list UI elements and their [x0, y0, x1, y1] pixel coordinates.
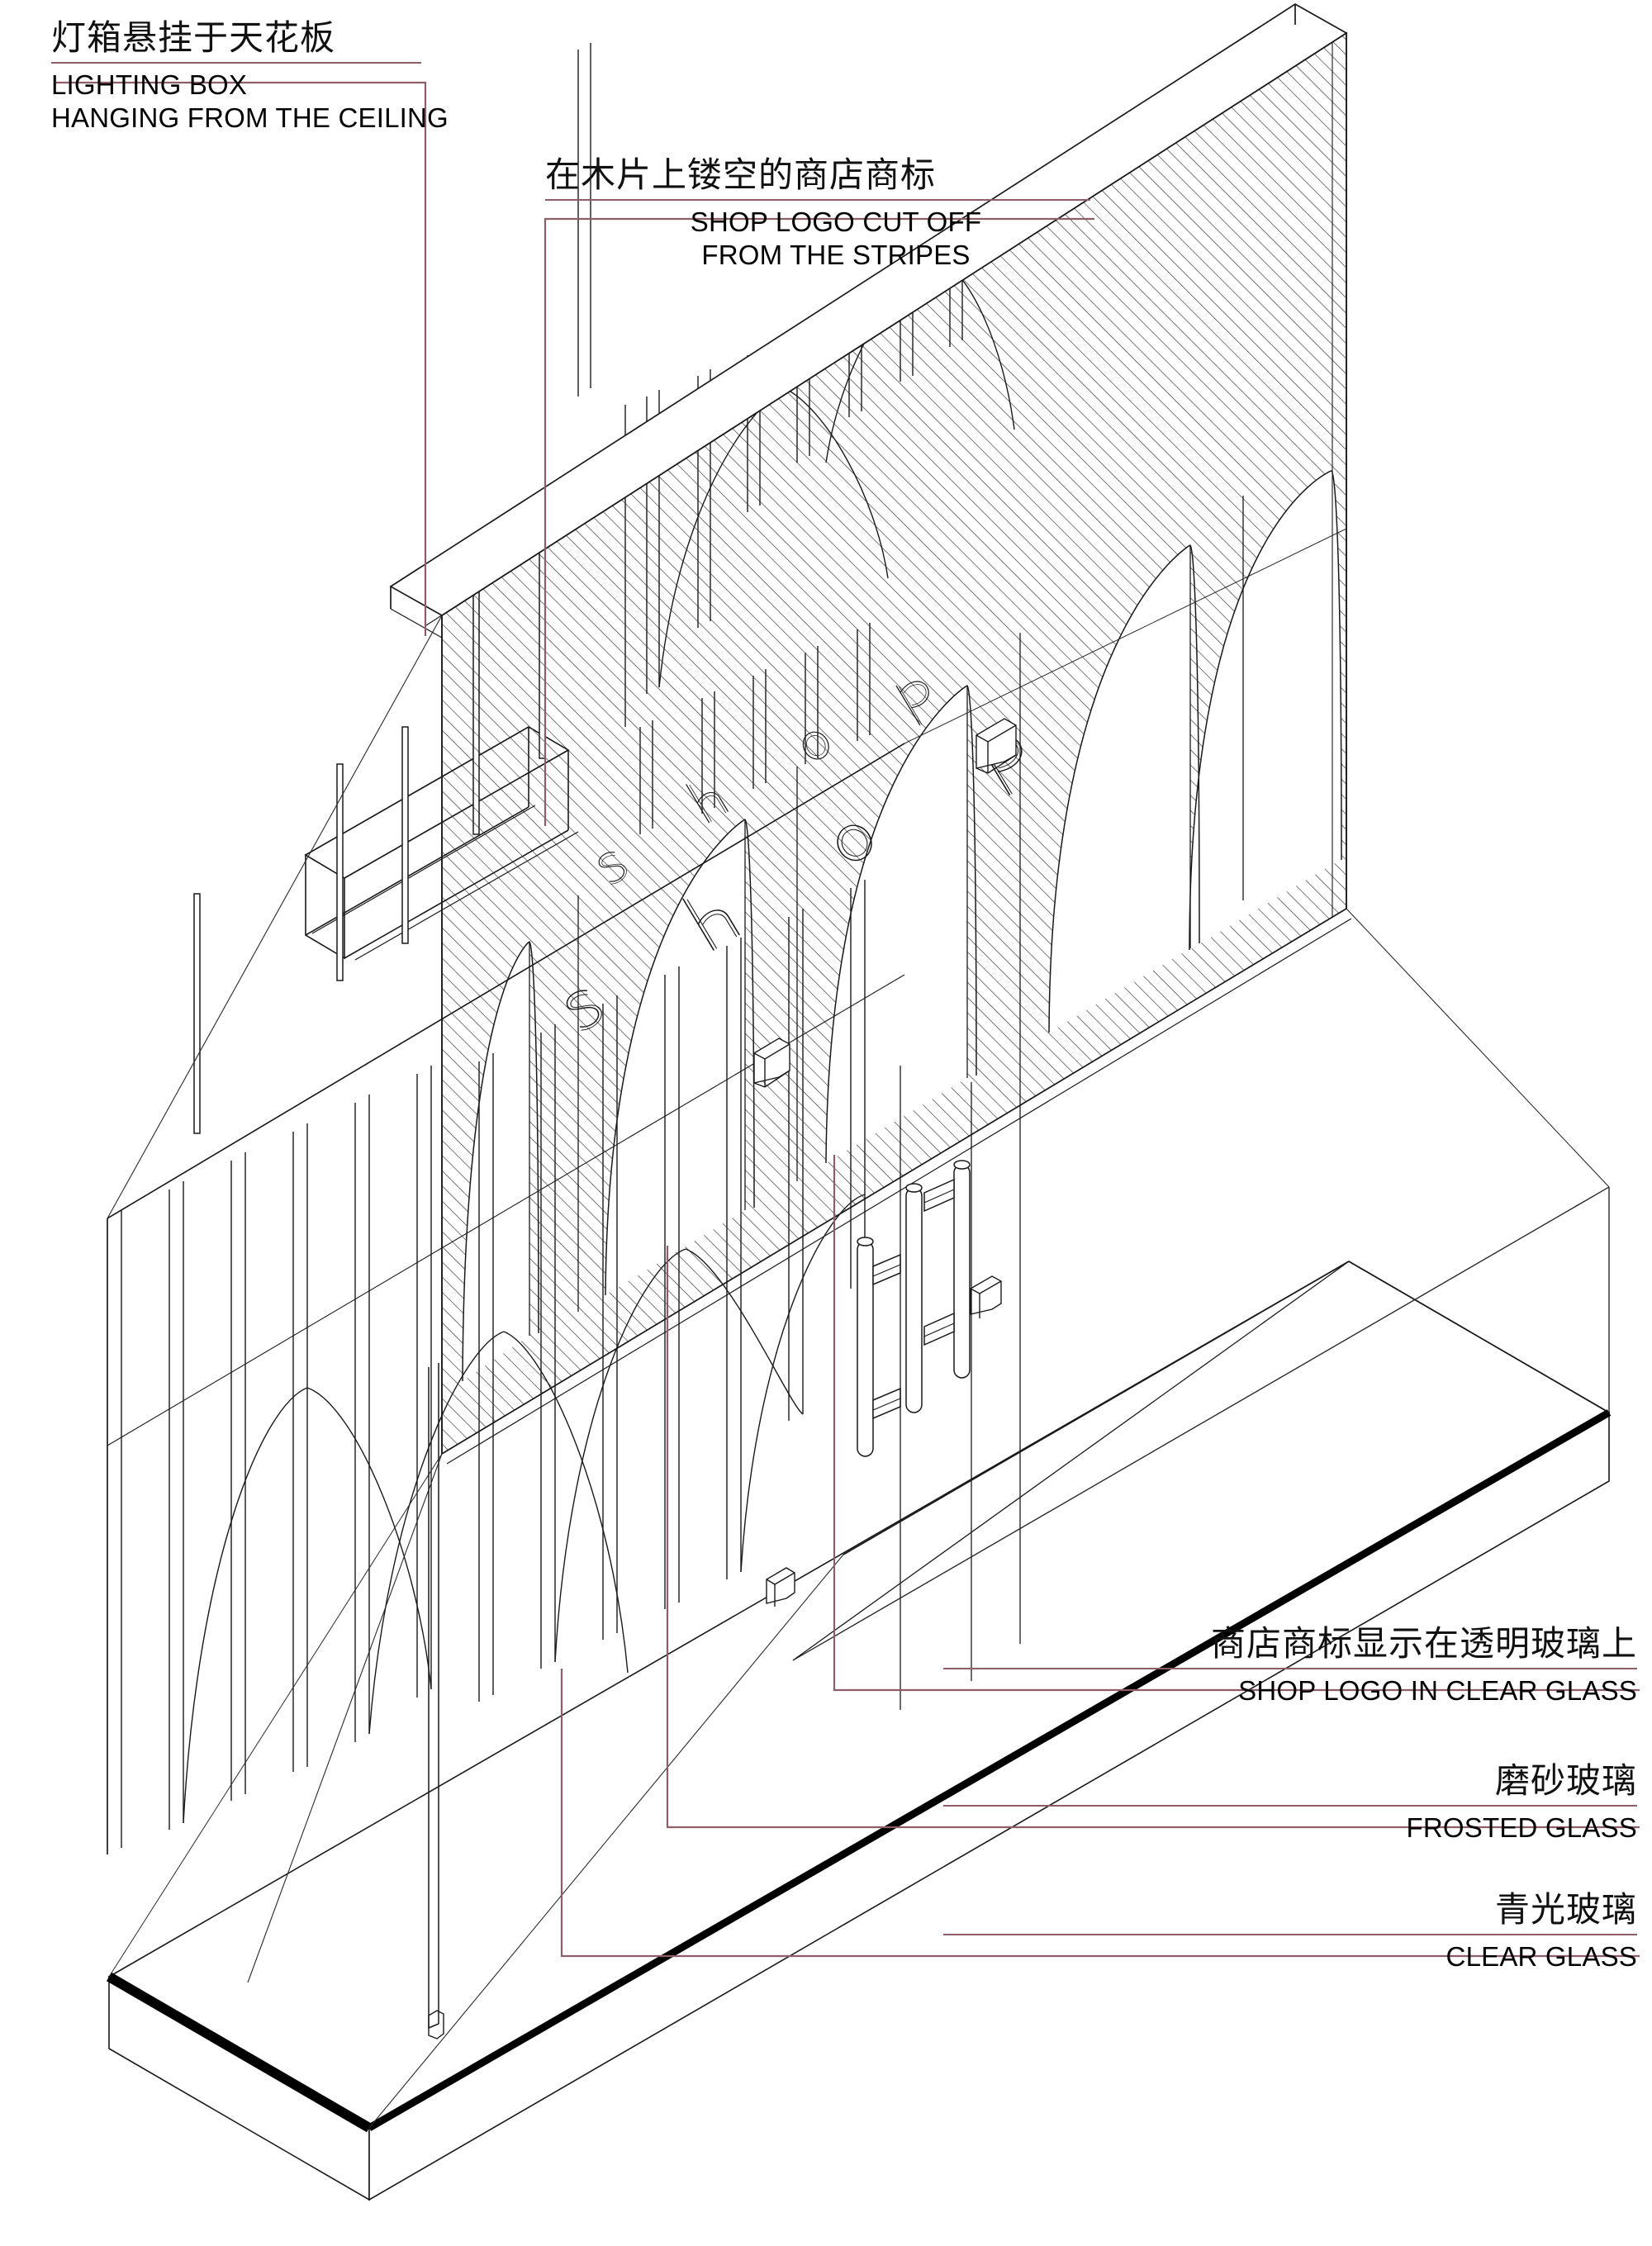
annotation-frosted-glass-en: FROSTED GLASS	[1406, 1812, 1637, 1843]
annotation-shop-logo-stripes-en: SHOP LOGO CUT OFF FROM THE STRIPES	[690, 206, 982, 270]
door-leaf-joints	[900, 1051, 1021, 1710]
annotation-frosted-glass-cn: 磨砂玻璃	[1494, 1760, 1637, 1801]
annotation-clear-glass-cn: 青光玻璃	[1494, 1889, 1637, 1930]
annotation-rule	[943, 1667, 1637, 1669]
annotation-shop-logo-clear-glass-en: SHOP LOGO IN CLEAR GLASS	[1238, 1674, 1637, 1706]
annotation-shop-logo-clear-glass-cn: 商店商标显示在透明玻璃上	[1210, 1623, 1637, 1664]
construction-lines	[107, 528, 1610, 2129]
annotation-rule	[943, 1933, 1637, 1935]
annotation-shop-logo-stripes-cn: 在木片上镂空的商店商标	[545, 154, 937, 195]
annotation-lighting-box: 灯箱悬挂于天花板 LIGHTING BOX HANGING FROM THE C…	[51, 17, 563, 135]
door-pull-handles	[857, 1160, 971, 1457]
annotation-rule	[943, 1804, 1637, 1807]
annotation-frosted-glass: 磨砂玻璃 FROSTED GLASS	[943, 1760, 1637, 1845]
annotation-lighting-box-en: LIGHTING BOX HANGING FROM THE CEILING	[51, 69, 449, 133]
annotation-clear-glass: 青光玻璃 CLEAR GLASS	[943, 1889, 1637, 1973]
glass-door-stile	[428, 1363, 439, 2029]
glass-door-patch-fittings	[428, 718, 1017, 2039]
clear-glass-arches	[462, 470, 1342, 1382]
glass-panel-joints	[529, 496, 1244, 1336]
annotation-shop-logo-stripes: 在木片上镂空的商店商标 SHOP LOGO CUT OFF FROM THE S…	[545, 154, 1107, 272]
annotation-rule	[51, 61, 421, 64]
annotation-rule	[545, 198, 1090, 201]
annotation-clear-glass-en: CLEAR GLASS	[1446, 1940, 1637, 1972]
leader-lines	[56, 81, 1640, 1958]
annotation-shop-logo-clear-glass: 商店商标显示在透明玻璃上 SHOP LOGO IN CLEAR GLASS	[943, 1623, 1637, 1707]
annotation-lighting-box-cn: 灯箱悬挂于天花板	[51, 17, 336, 58]
